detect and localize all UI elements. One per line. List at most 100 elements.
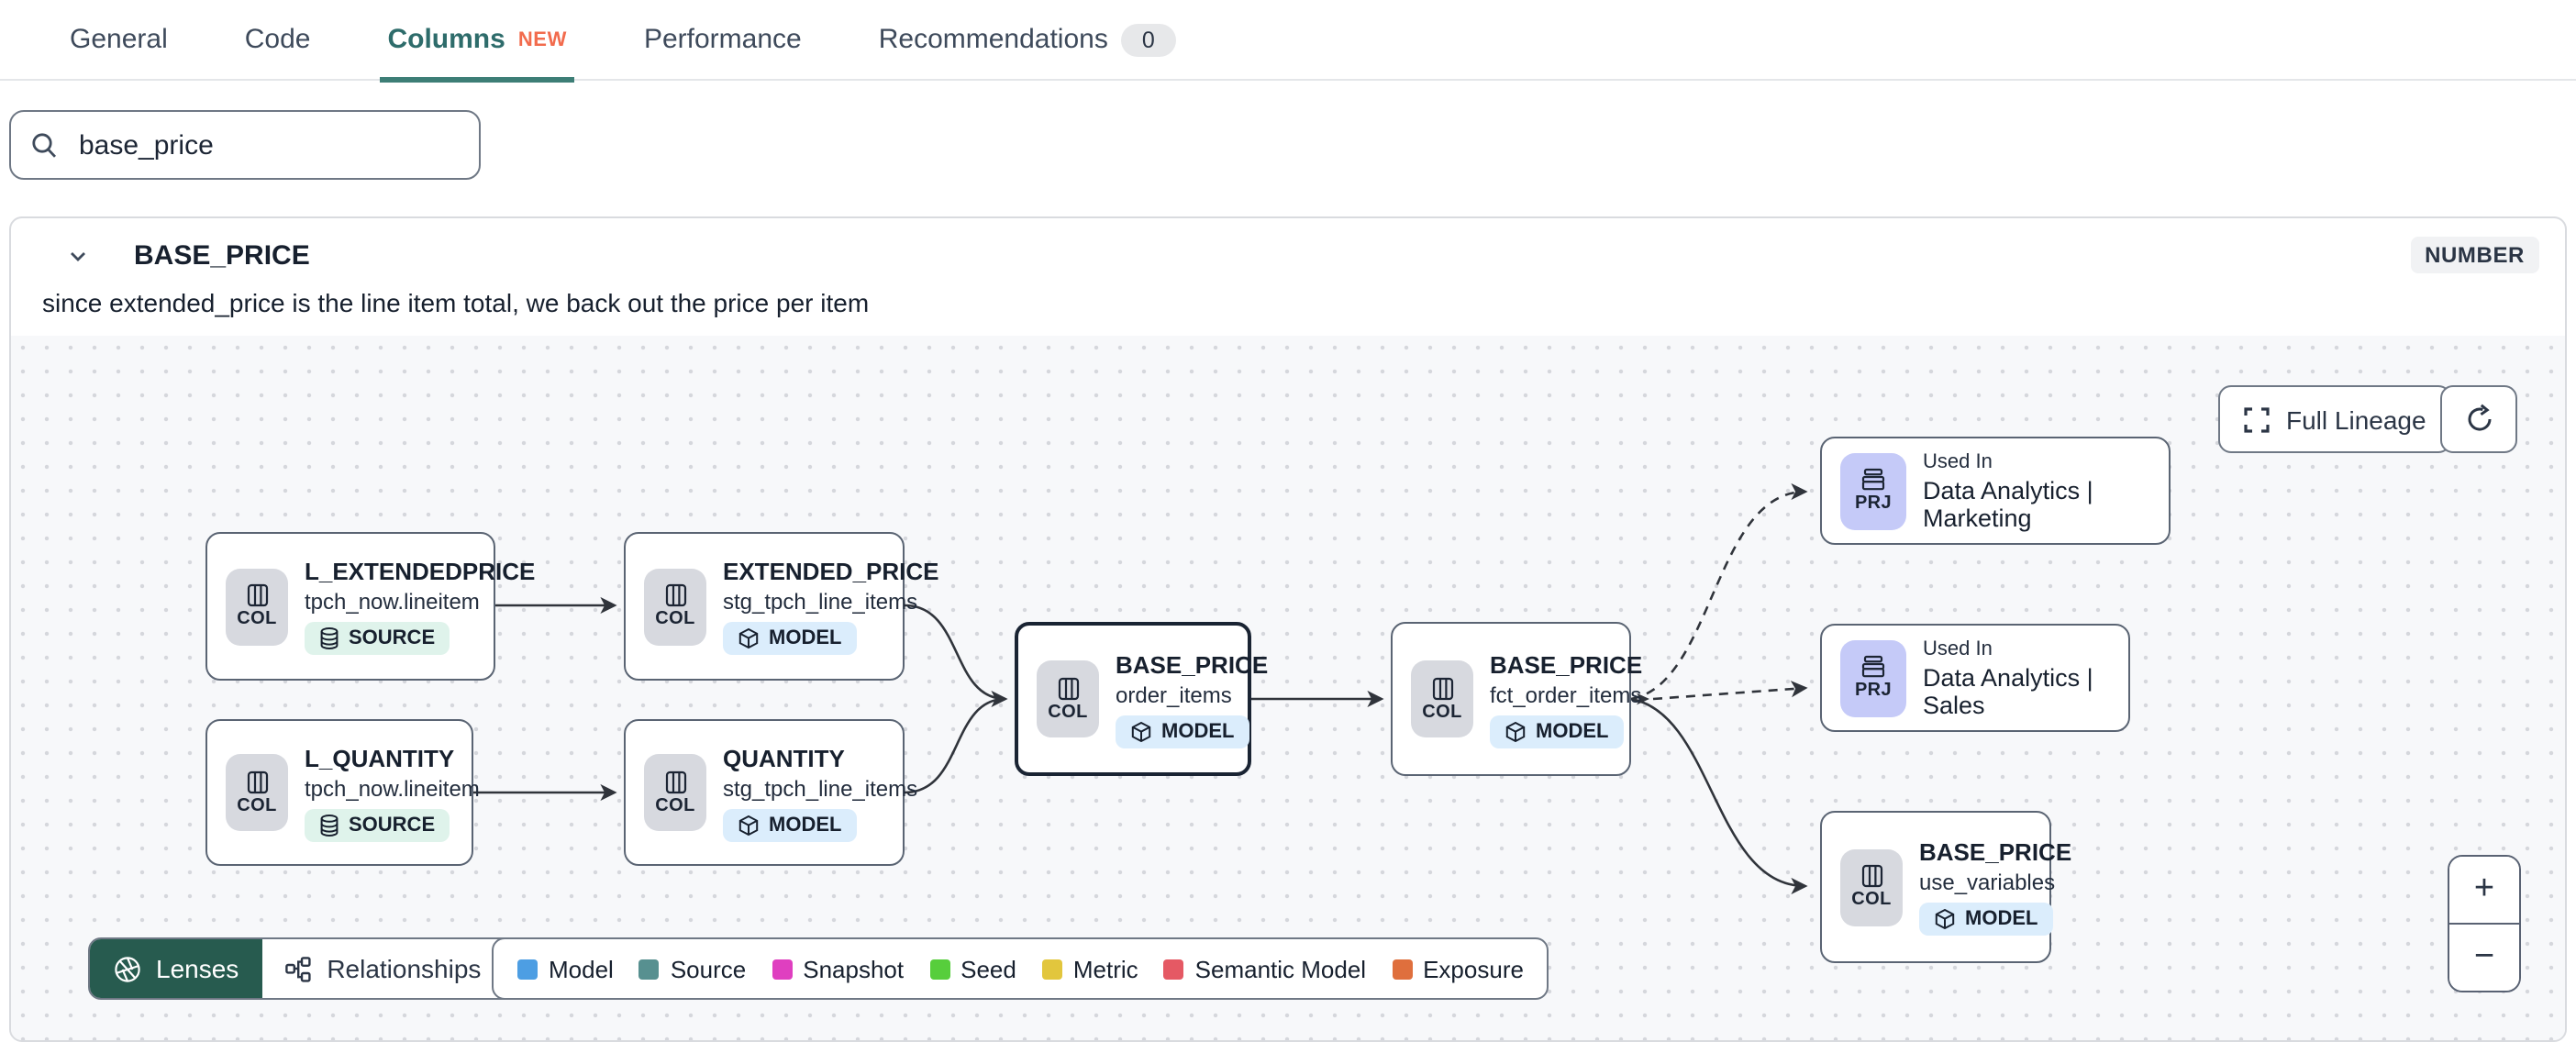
col-badge-label: COL — [655, 795, 695, 815]
model-pill: MODEL — [723, 808, 857, 841]
node-type-legend: Model Source Snapshot Seed Metric Semant… — [492, 937, 1549, 1000]
col-badge-label: COL — [1048, 702, 1088, 722]
pill-label: SOURCE — [349, 627, 436, 649]
col-badge: COL — [1411, 660, 1473, 737]
legend-swatch — [638, 959, 660, 979]
col-badge-label: COL — [1422, 702, 1462, 722]
node-content: Used In Data Analytics | Sales — [1923, 637, 2110, 718]
legend-item-semantic-model: Semantic Model — [1163, 955, 1367, 982]
tab-label: Performance — [643, 24, 802, 55]
database-icon — [320, 627, 339, 649]
col-badge-label: COL — [237, 795, 277, 815]
legend-swatch — [1041, 959, 1062, 979]
node-content: L_EXTENDEDPRICE tpch_now.lineitem SOURCE — [305, 558, 535, 655]
columns-icon — [1057, 676, 1079, 700]
project-icon — [1861, 468, 1885, 491]
model-pill: MODEL — [1490, 715, 1624, 748]
legend-item-exposure: Exposure — [1392, 955, 1524, 982]
lenses-button[interactable]: Lenses — [90, 939, 263, 998]
used-in-label: Used In — [1923, 450, 1993, 472]
node-content: BASE_PRICE fct_order_items MODEL — [1490, 650, 1642, 748]
tab-bar: General Code Columns NEW Performance Rec… — [0, 0, 2576, 82]
prj-badge: PRJ — [1840, 452, 1906, 529]
legend-item-metric: Metric — [1041, 955, 1138, 982]
columns-icon — [1431, 676, 1453, 700]
tab-columns[interactable]: Columns NEW — [380, 0, 574, 82]
node-subtitle: stg_tpch_line_items — [723, 775, 918, 801]
lineage-node-base-price-order-items[interactable]: COL BASE_PRICE order_items MODEL — [1015, 622, 1268, 776]
lenses-label: Lenses — [156, 954, 239, 983]
prj-badge-label: PRJ — [1854, 681, 1893, 701]
col-badge: COL — [226, 754, 288, 831]
col-badge: COL — [644, 568, 706, 645]
node-content: BASE_PRICE use_variables MODEL — [1919, 838, 2071, 936]
node-subtitle: use_variables — [1919, 870, 2056, 895]
collapse-chevron-icon[interactable] — [66, 243, 90, 267]
col-badge: COL — [1840, 848, 1903, 926]
columns-icon — [664, 770, 686, 793]
full-lineage-label: Full Lineage — [2286, 405, 2426, 434]
node-content: BASE_PRICE order_items MODEL — [1116, 650, 1268, 748]
legend-label: Seed — [960, 955, 1016, 982]
expand-icon — [2244, 406, 2270, 432]
column-name: BASE_PRICE — [134, 239, 310, 271]
node-title: BASE_PRICE — [1490, 650, 1643, 678]
lens-toolbar: Lenses Relationships — [88, 937, 540, 1000]
tab-general[interactable]: General — [70, 0, 168, 80]
legend-swatch — [517, 959, 538, 979]
refresh-button[interactable] — [2440, 385, 2517, 453]
lineage-node-l-extendedprice[interactable]: COL L_EXTENDEDPRICE tpch_now.lineitem SO… — [205, 532, 535, 681]
col-badge: COL — [644, 754, 706, 831]
relationships-label: Relationships — [327, 954, 482, 983]
legend-swatch — [1392, 959, 1413, 979]
cube-icon — [1935, 908, 1955, 930]
pill-label: SOURCE — [349, 814, 436, 836]
tab-recommendations[interactable]: Recommendations 0 — [879, 0, 1176, 80]
lineage-node-base-price-fct-order-items[interactable]: COL BASE_PRICE fct_order_items MODEL — [1391, 622, 1642, 776]
node-subtitle: stg_tpch_line_items — [723, 589, 918, 615]
cube-icon — [738, 627, 759, 649]
legend-item-source: Source — [638, 955, 746, 982]
node-subtitle: order_items — [1116, 682, 1232, 707]
model-pill: MODEL — [723, 622, 857, 655]
zoom-control: + − — [2448, 855, 2521, 992]
search-icon — [29, 130, 59, 160]
columns-icon — [664, 583, 686, 607]
node-content: QUANTITY stg_tpch_line_items MODEL — [723, 744, 917, 841]
lineage-node-base-price-use-variables[interactable]: COL BASE_PRICE use_variables MODEL — [1820, 811, 2071, 963]
columns-icon — [246, 583, 268, 607]
lineage-node-used-in-sales[interactable]: PRJ Used In Data Analytics | Sales — [1820, 624, 2130, 732]
lineage-node-extended-price[interactable]: COL EXTENDED_PRICE stg_tpch_line_items M… — [624, 532, 939, 681]
full-lineage-button[interactable]: Full Lineage — [2218, 385, 2452, 453]
node-title: BASE_PRICE — [1919, 838, 2072, 866]
node-subtitle: fct_order_items — [1490, 682, 1642, 707]
pill-label: MODEL — [1965, 908, 2038, 930]
zoom-in-button[interactable]: + — [2449, 857, 2519, 925]
lineage-node-l-quantity[interactable]: COL L_QUANTITY tpch_now.lineitem SOURCE — [205, 719, 480, 866]
project-name: Data Analytics | Sales — [1923, 663, 2093, 718]
zoom-out-button[interactable]: − — [2449, 925, 2519, 991]
column-panel-header: BASE_PRICE NUMBER — [11, 218, 2565, 292]
tab-code[interactable]: Code — [245, 0, 311, 80]
cube-icon — [1131, 720, 1151, 742]
lineage-canvas[interactable]: Full Lineage COL L_EXTENDEDPRICE tpch_no… — [11, 336, 2565, 1040]
source-pill: SOURCE — [305, 808, 450, 841]
legend-label: Model — [549, 955, 614, 982]
tab-performance[interactable]: Performance — [644, 0, 802, 80]
legend-label: Semantic Model — [1194, 955, 1367, 982]
column-search[interactable] — [9, 110, 481, 180]
refresh-icon — [2463, 404, 2494, 435]
lineage-node-used-in-marketing[interactable]: PRJ Used In Data Analytics | Marketing — [1820, 437, 2171, 545]
recommendations-count-badge: 0 — [1120, 23, 1176, 56]
lineage-node-quantity[interactable]: COL QUANTITY stg_tpch_line_items MODEL — [624, 719, 917, 866]
model-pill: MODEL — [1116, 715, 1249, 748]
relationships-icon — [285, 956, 311, 981]
node-subtitle: tpch_now.lineitem — [305, 775, 480, 801]
col-badge-label: COL — [655, 609, 695, 629]
tab-label: Columns — [387, 24, 505, 55]
pill-label: MODEL — [769, 814, 842, 836]
legend-label: Snapshot — [803, 955, 905, 982]
search-input[interactable] — [75, 127, 461, 162]
node-content: L_QUANTITY tpch_now.lineitem SOURCE — [305, 744, 480, 841]
column-type-badge: NUMBER — [2410, 237, 2539, 273]
